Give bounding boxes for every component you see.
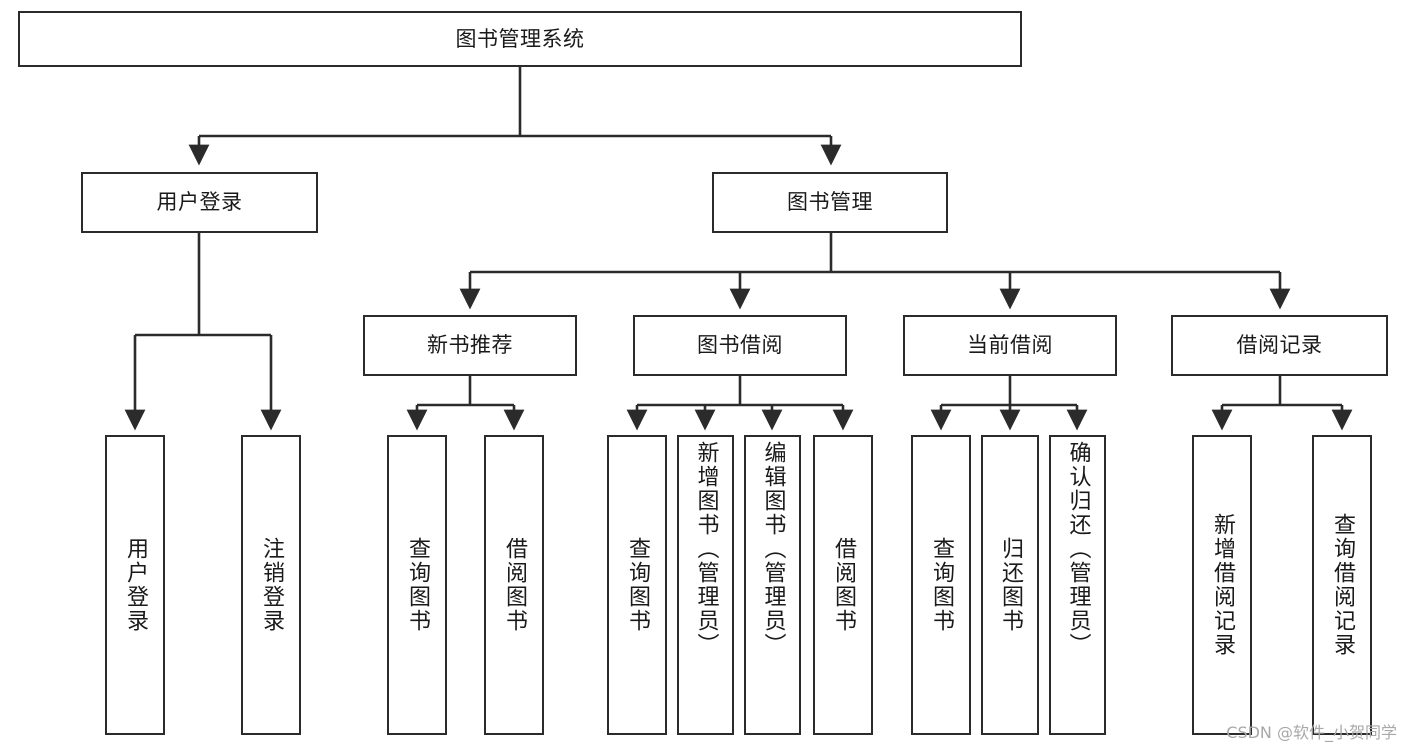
leaf-borrow-book[interactable]: 借阅图书 xyxy=(813,435,873,735)
node-root-book-management-system[interactable]: 图书管理系统 xyxy=(18,11,1022,67)
node-label: 查询图书 xyxy=(625,537,650,633)
leaf-add-book-admin[interactable]: 新增图书（管理员） xyxy=(677,435,734,735)
node-label: 借阅图书 xyxy=(831,537,856,633)
leaf-query-book-current[interactable]: 查询图书 xyxy=(911,435,971,735)
leaf-return-book[interactable]: 归还图书 xyxy=(981,435,1039,735)
node-label: 查询图书 xyxy=(405,537,430,633)
node-label: 新增图书（管理员） xyxy=(693,441,719,657)
leaf-query-book-borrow[interactable]: 查询图书 xyxy=(607,435,667,735)
watermark-csdn: CSDN @软件_小贺同学 xyxy=(1226,723,1397,742)
node-borrow-record[interactable]: 借阅记录 xyxy=(1171,315,1388,376)
node-label: 编辑图书（管理员） xyxy=(760,441,786,657)
node-label: 图书管理系统 xyxy=(455,26,585,51)
node-label: 图书借阅 xyxy=(697,333,783,358)
node-label: 图书管理 xyxy=(787,190,873,215)
node-label: 用户登录 xyxy=(156,190,243,215)
node-user-login[interactable]: 用户登录 xyxy=(81,172,318,233)
node-label: 新书推荐 xyxy=(427,333,513,358)
node-current-borrow[interactable]: 当前借阅 xyxy=(903,315,1117,376)
node-label: 借阅图书 xyxy=(502,537,527,633)
leaf-borrow-book-recommend[interactable]: 借阅图书 xyxy=(484,435,544,735)
node-label: 确认归还（管理员） xyxy=(1065,441,1091,657)
node-label: 用户登录 xyxy=(123,537,148,633)
node-label: 借阅记录 xyxy=(1236,333,1323,358)
leaf-add-borrow-record[interactable]: 新增借阅记录 xyxy=(1192,435,1252,735)
leaf-query-borrow-record[interactable]: 查询借阅记录 xyxy=(1312,435,1372,735)
node-label: 新增借阅记录 xyxy=(1210,513,1235,657)
leaf-confirm-return-admin[interactable]: 确认归还（管理员） xyxy=(1049,435,1106,735)
node-book-borrow[interactable]: 图书借阅 xyxy=(633,315,847,376)
node-label: 查询图书 xyxy=(929,537,954,633)
node-new-book-recommend[interactable]: 新书推荐 xyxy=(363,315,577,376)
node-book-management[interactable]: 图书管理 xyxy=(712,172,948,233)
node-label: 当前借阅 xyxy=(967,333,1053,358)
leaf-edit-book-admin[interactable]: 编辑图书（管理员） xyxy=(744,435,801,735)
node-label: 归还图书 xyxy=(998,537,1023,633)
node-label: 查询借阅记录 xyxy=(1330,513,1355,657)
leaf-user-login[interactable]: 用户登录 xyxy=(105,435,165,735)
leaf-query-book-recommend[interactable]: 查询图书 xyxy=(387,435,447,735)
leaf-logout-login[interactable]: 注销登录 xyxy=(241,435,301,735)
node-label: 注销登录 xyxy=(259,537,284,633)
